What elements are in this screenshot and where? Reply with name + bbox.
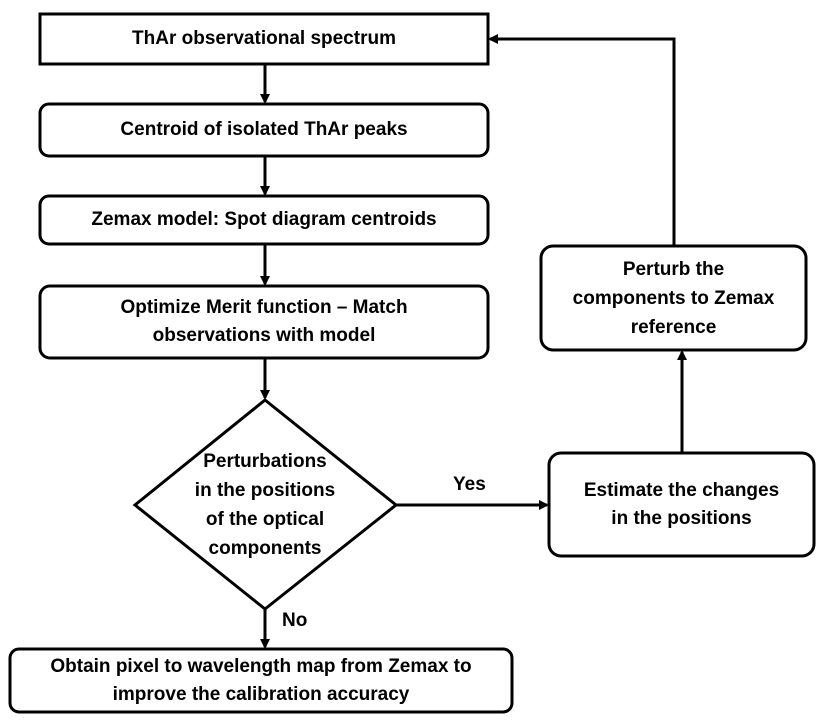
label-obtain-map: Obtain pixel to wavelength map from Zema…	[50, 655, 472, 705]
edge-label-no: No	[282, 610, 308, 631]
label-optimize-merit: Optimize Merit function – Match observat…	[120, 297, 408, 346]
label-thar-spectrum: ThAr observational spectrum	[132, 28, 396, 49]
arrow-perturb-to-spectrum	[488, 34, 676, 246]
box-obtain-map	[8, 647, 514, 714]
box-thar-spectrum	[38, 12, 490, 66]
label-perturbations-decision: Perturbations in the positions of the op…	[194, 451, 336, 559]
label-centroid-peaks: Centroid of isolated ThAr peaks	[120, 119, 408, 140]
edge-label-yes: Yes	[453, 474, 486, 495]
label-zemax-model: Zemax model: Spot diagram centroids	[91, 209, 437, 230]
label-perturb-components: Perturb the components to Zemax referenc…	[572, 258, 775, 338]
label-estimate-changes: Estimate the changes in the positions	[583, 479, 780, 529]
